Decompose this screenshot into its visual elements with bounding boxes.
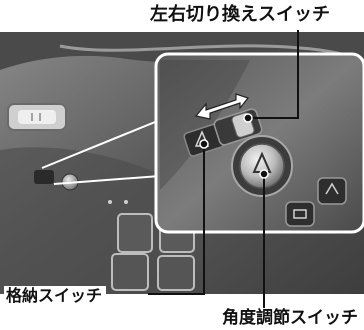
bg-retract-switch xyxy=(34,170,54,184)
leader-line-retract xyxy=(148,144,205,295)
callout-line-upper xyxy=(41,119,161,169)
callout-line-lower xyxy=(53,175,161,185)
bg-window-switch-1 xyxy=(117,213,153,253)
zoom-inset-shade xyxy=(160,60,250,190)
lr-switch-label: 左右切り換えスイッチ xyxy=(150,4,330,25)
bg-window-switch-3 xyxy=(111,253,149,291)
angle-knob xyxy=(239,143,285,189)
bg-window-switch-4 xyxy=(157,255,195,291)
leader-line-lr xyxy=(248,30,299,119)
window-lock-button xyxy=(285,201,315,227)
double-arrow-icon xyxy=(194,93,250,120)
door-handle xyxy=(18,110,56,124)
door-lock-button xyxy=(317,177,347,205)
retract-switch-label: 格納スイッチ xyxy=(4,286,107,307)
angle-switch-label: 角度調節スイッチ xyxy=(222,308,358,328)
